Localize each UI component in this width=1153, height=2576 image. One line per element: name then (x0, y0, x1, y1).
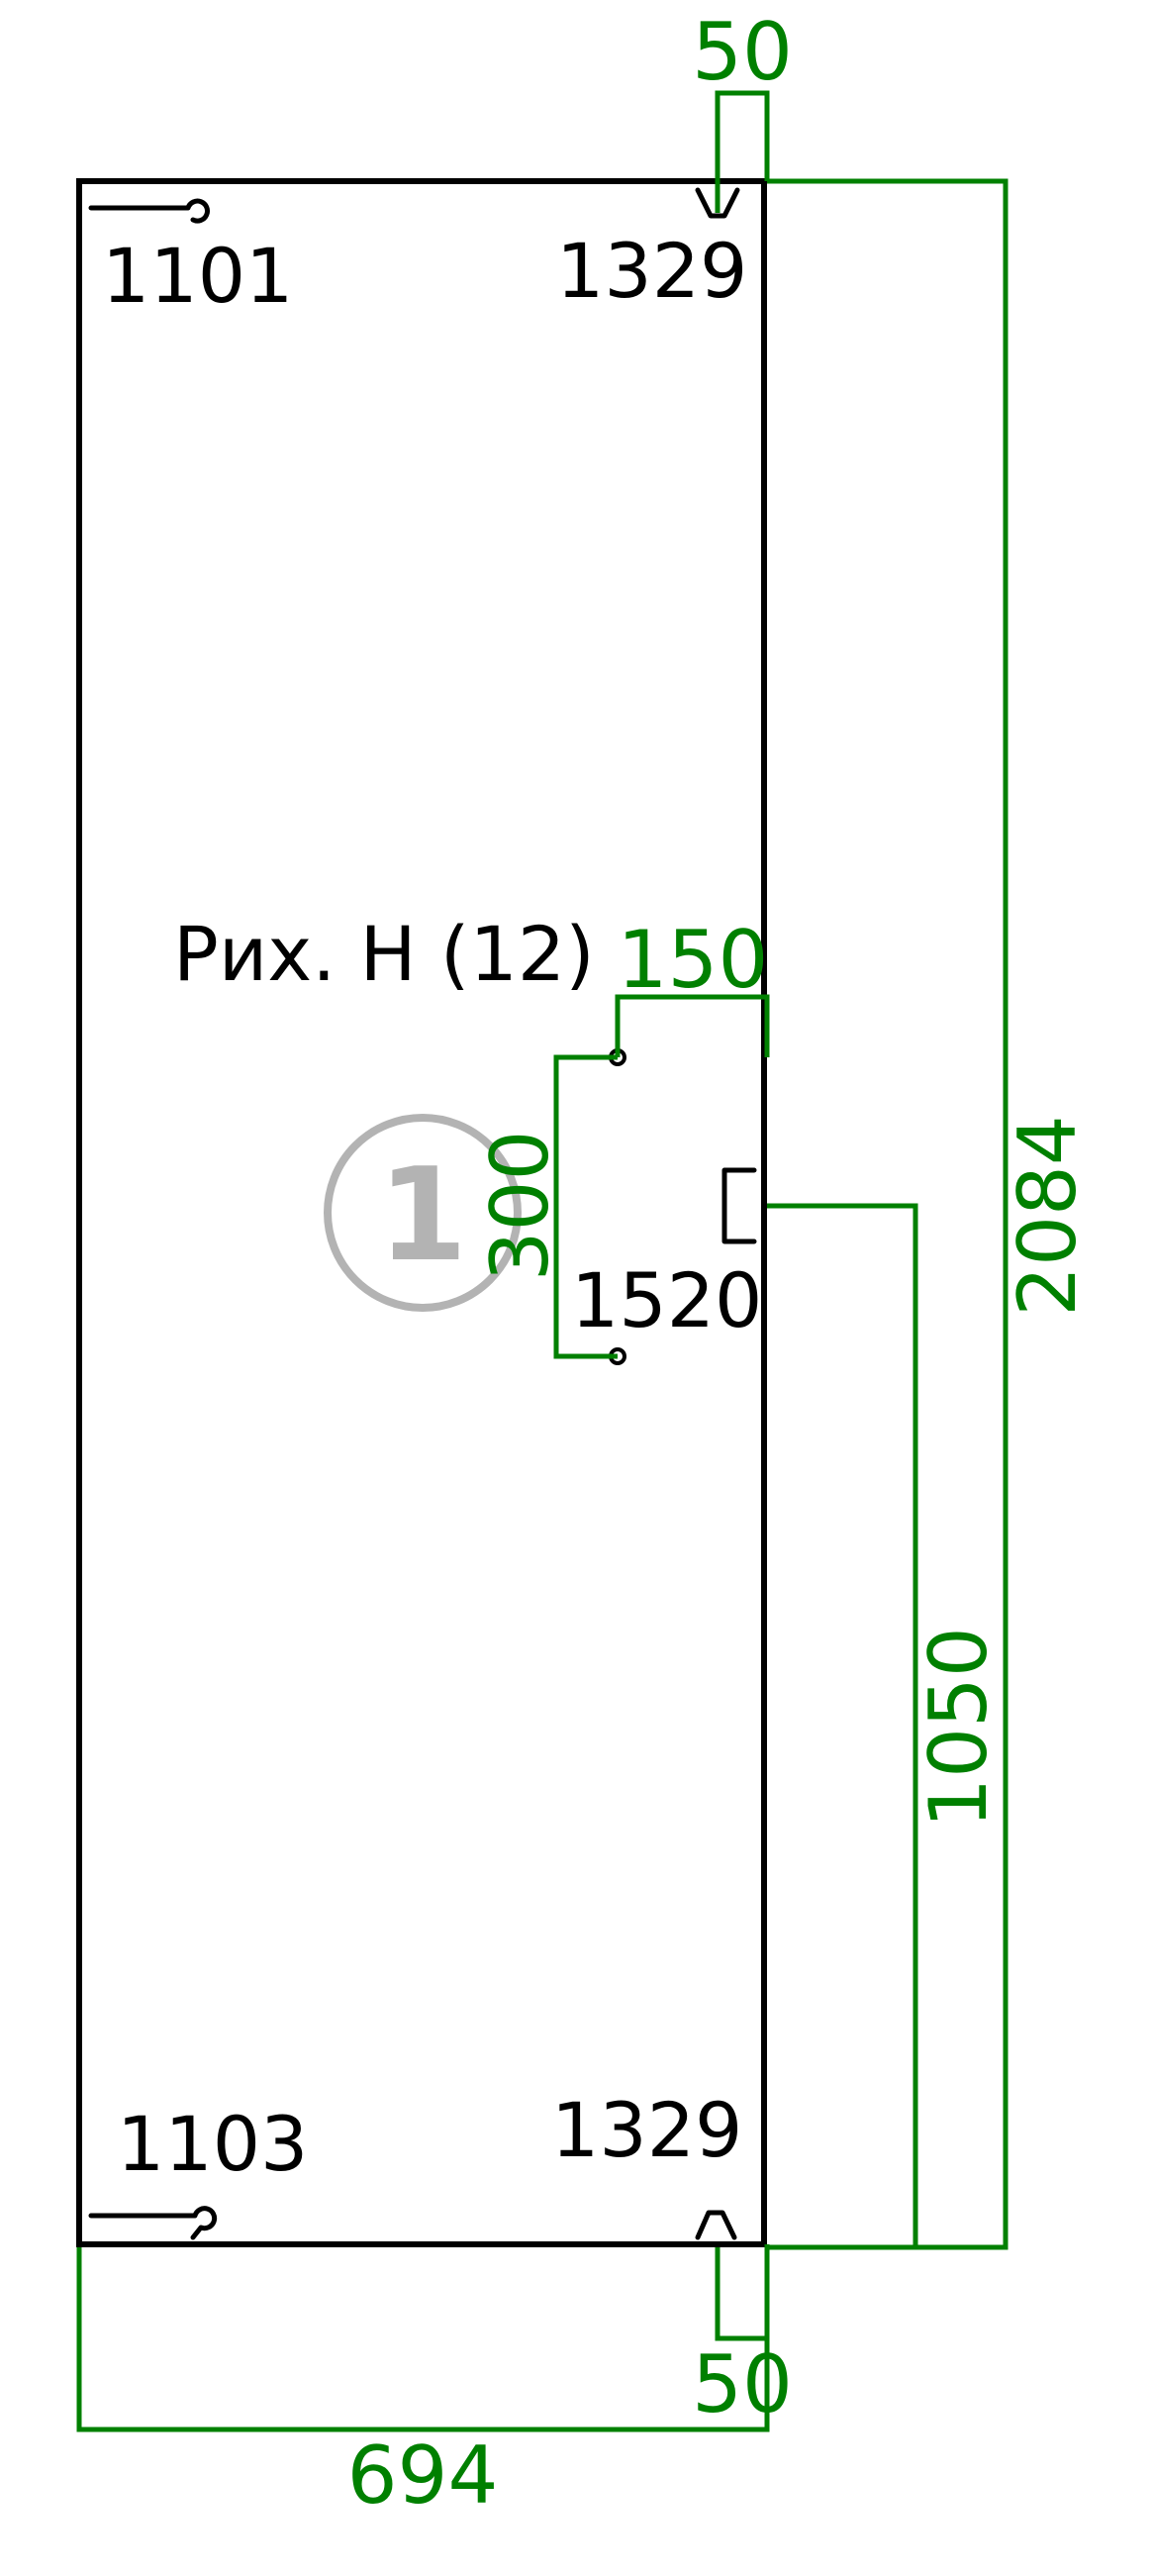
panel-outline (76, 178, 767, 2247)
dim-height-line (767, 178, 1009, 2250)
lock-icon (721, 1167, 757, 1244)
dim-top-offset: 50 (692, 6, 793, 98)
dim-bottom-offset-line (715, 2244, 770, 2341)
part-label: Рих. Н (12) (173, 910, 595, 998)
hinge-top-left-icon (88, 198, 210, 224)
hardware-label-middle: 1520 (571, 1256, 762, 1344)
badge-circle (324, 1114, 522, 1312)
dim-hole-spacing-line (553, 1054, 618, 1359)
part-number-badge: 1 (324, 1114, 522, 1312)
dim-bottom-offset: 50 (692, 2338, 793, 2430)
hardware-label-top-left: 1101 (102, 232, 293, 320)
dim-width: 694 (347, 2429, 499, 2522)
hardware-label-top-right: 1329 (556, 227, 747, 315)
hardware-label-bottom-right: 1329 (551, 2086, 742, 2174)
dim-height: 2084 (1002, 1115, 1094, 1317)
dim-top-offset-line (715, 90, 770, 213)
fitting-bottom-right-icon (695, 2210, 737, 2240)
fitting-top-right-icon (695, 187, 740, 219)
hardware-label-bottom-left: 1103 (117, 2100, 308, 2188)
dim-hole-depth-line (615, 994, 770, 1057)
dim-hole-spacing: 300 (474, 1131, 566, 1282)
hinge-bottom-left-icon (88, 2206, 218, 2240)
dim-lock-height-line (767, 1203, 918, 2247)
dim-hole-depth: 150 (618, 914, 769, 1006)
dim-width-line (76, 2247, 770, 2432)
dim-lock-height: 1050 (913, 1627, 1005, 1829)
part-number: 1 (378, 1139, 467, 1290)
